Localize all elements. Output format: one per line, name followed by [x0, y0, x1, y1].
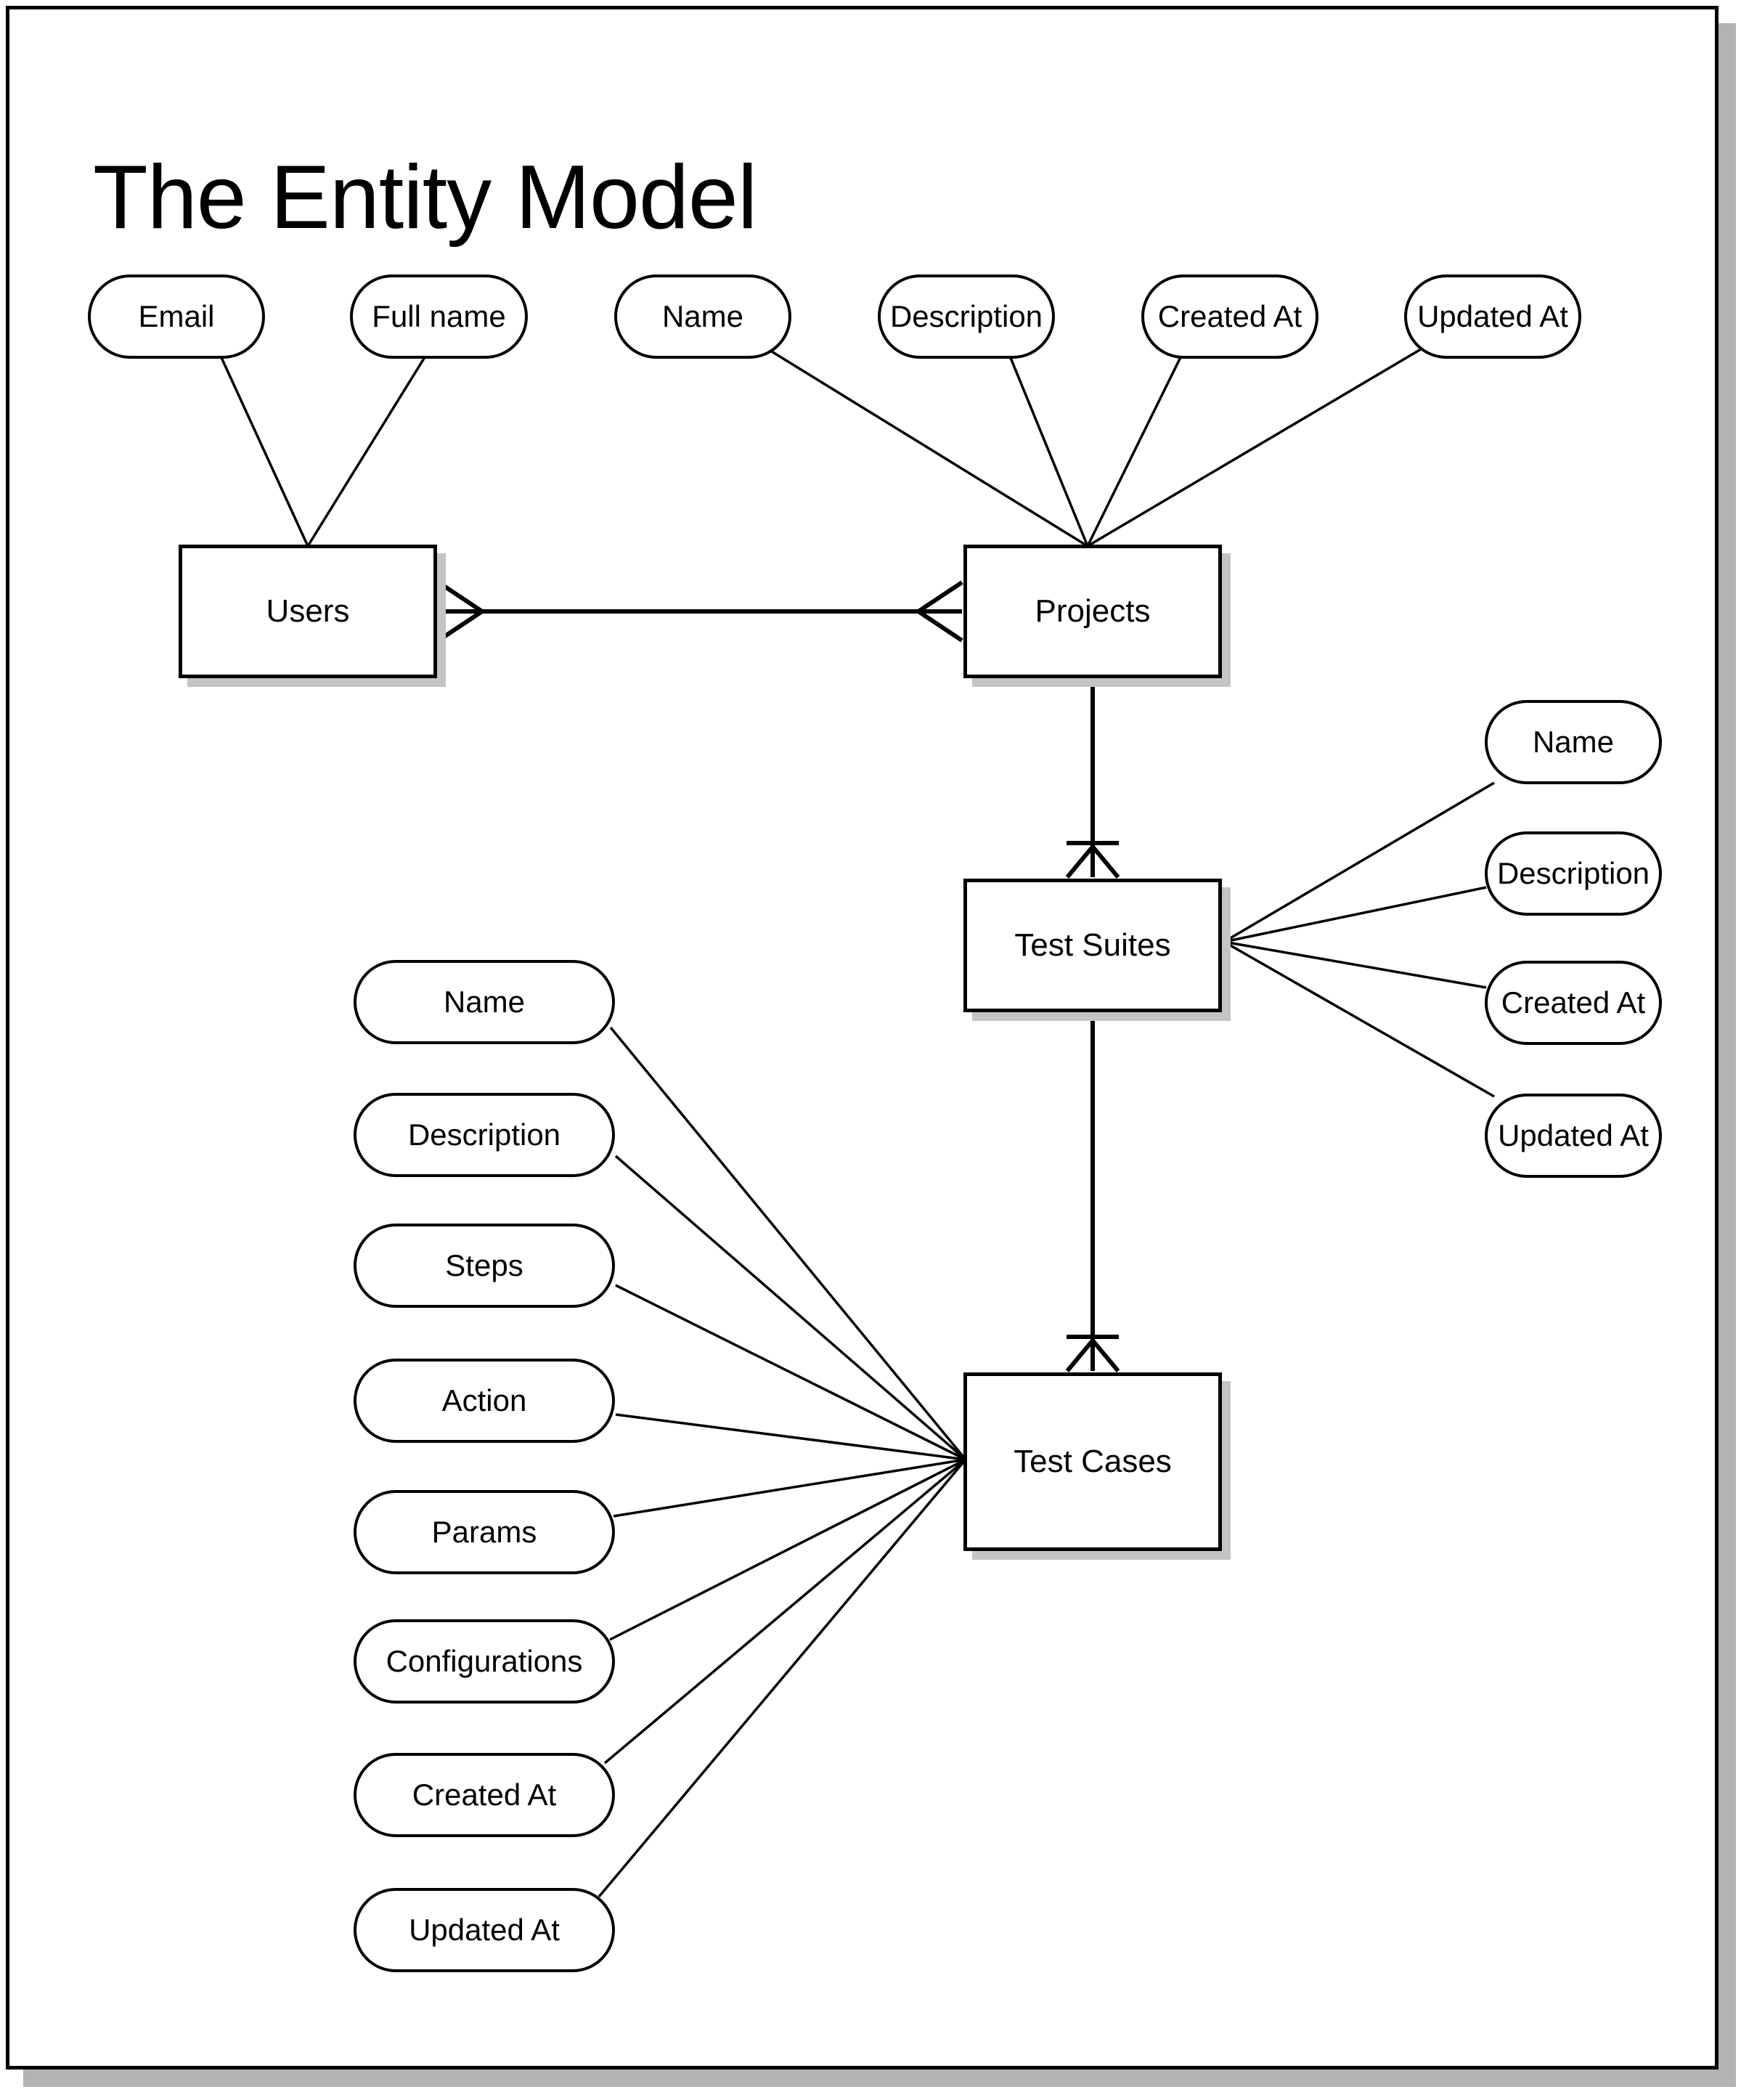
attribute-projects-name: Name	[614, 274, 791, 359]
attribute-test-cases-description: Description	[354, 1093, 615, 1177]
entity-test-cases: Test Cases	[963, 1372, 1222, 1551]
attribute-users-email: Email	[88, 274, 265, 359]
attribute-test-cases-params: Params	[354, 1490, 615, 1574]
entity-users: Users	[179, 545, 437, 678]
diagram-title: The Entity Model	[93, 147, 757, 248]
attribute-projects-created-at: Created At	[1141, 274, 1318, 359]
attribute-test-suites-created-at: Created At	[1485, 961, 1662, 1045]
attribute-users-full-name: Full name	[350, 274, 528, 359]
entity-users-label: Users	[266, 593, 350, 629]
entity-projects-label: Projects	[1035, 593, 1151, 629]
attribute-test-suites-updated-at: Updated At	[1485, 1094, 1662, 1178]
entity-test-suites: Test Suites	[963, 879, 1222, 1012]
attribute-test-cases-configurations: Configurations	[354, 1619, 615, 1704]
entity-projects: Projects	[963, 545, 1222, 678]
attribute-projects-description: Description	[878, 274, 1055, 359]
attribute-test-cases-created-at: Created At	[354, 1753, 615, 1837]
attribute-test-cases-action: Action	[354, 1359, 615, 1443]
attribute-test-suites-name: Name	[1485, 700, 1662, 784]
entity-test-cases-label: Test Cases	[1014, 1444, 1172, 1479]
attribute-test-cases-steps: Steps	[354, 1224, 615, 1308]
attribute-test-cases-name: Name	[354, 960, 615, 1044]
attribute-test-cases-updated-at: Updated At	[354, 1888, 615, 1972]
entity-test-suites-label: Test Suites	[1014, 927, 1171, 963]
attribute-test-suites-description: Description	[1485, 831, 1662, 916]
attribute-projects-updated-at: Updated At	[1404, 274, 1581, 359]
